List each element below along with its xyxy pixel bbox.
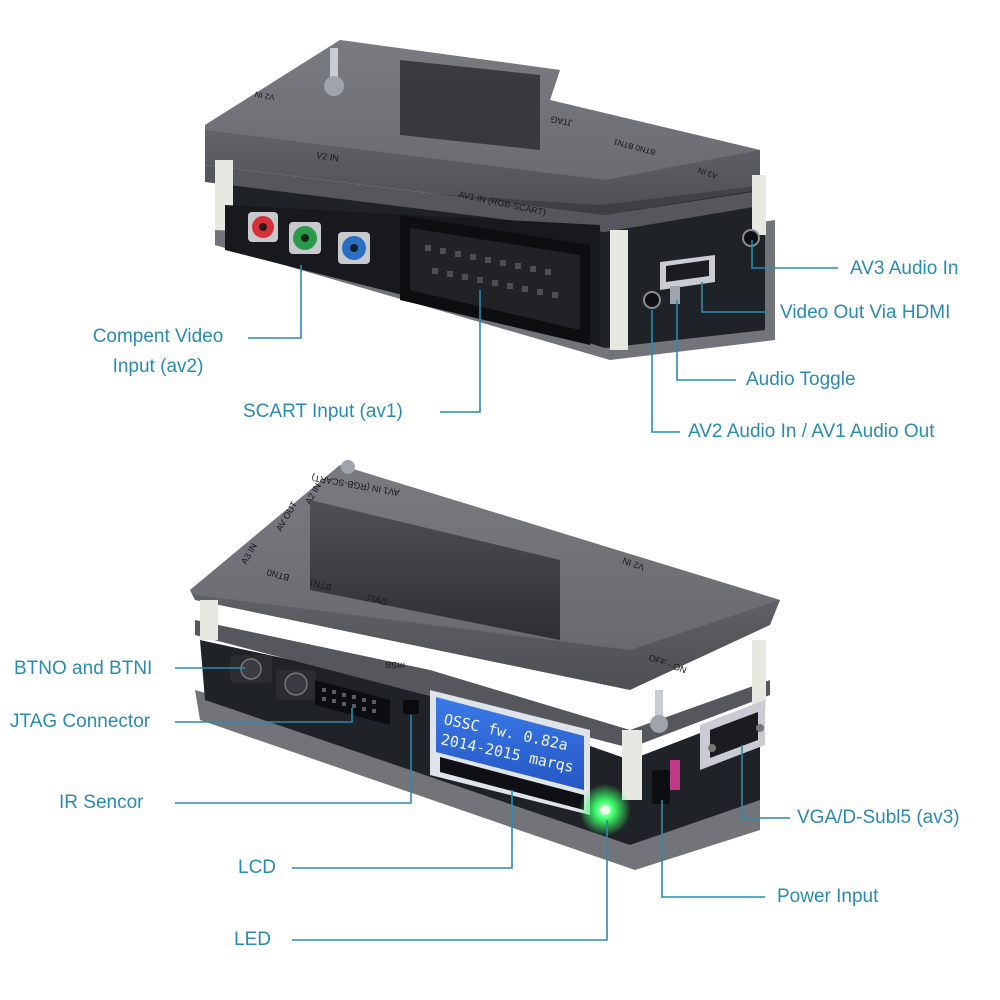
label-btn0-btn1: BTNO and BTNI	[14, 658, 153, 679]
led	[600, 805, 610, 815]
leader-vga	[741, 745, 790, 819]
label-component-video-line1: Compent Video	[92, 326, 224, 347]
lcd-display: OSSC fw. 0.82a 2014-2015 marqs	[430, 690, 590, 815]
leader-scart	[440, 290, 481, 413]
leader-power	[661, 800, 765, 898]
label-video-out-hdmi: Video Out Via HDMI	[780, 302, 951, 323]
label-component-video: Compent Video Input (av2)	[72, 322, 244, 382]
silk-v2-in: V2 IN	[316, 150, 340, 163]
leader-ir	[175, 715, 412, 804]
hdmi-port	[660, 255, 715, 290]
label-av3-audio-in: AV3 Audio In	[850, 258, 959, 279]
leader-jtag	[175, 708, 353, 723]
label-lcd: LCD	[238, 857, 277, 878]
leader-hdmi	[701, 282, 768, 313]
label-led: LED	[234, 929, 271, 950]
top-device: V2 IN AV1 IN (RGB-SCART) JTAG BTN0 BTN1 …	[205, 40, 775, 360]
toggle-switch	[330, 48, 338, 84]
scart-connector	[400, 215, 590, 345]
leader-audio-toggle	[676, 300, 736, 381]
standoff	[752, 175, 766, 235]
bottom-device-mid-plate	[195, 620, 770, 748]
standoff	[752, 640, 766, 710]
jtag-header	[315, 680, 390, 725]
label-vga: VGA/D-Subl5 (av3)	[797, 807, 960, 828]
top-device-mid-plate	[205, 165, 765, 232]
silk-top-v2: V2 IN	[254, 90, 275, 102]
power-toggle	[655, 690, 663, 722]
leader-lcd	[292, 790, 513, 869]
audio-toggle-switch	[670, 286, 680, 304]
leader-av2-audio	[651, 310, 680, 433]
standoff	[610, 230, 628, 350]
label-component-video-line2: Input (av2)	[112, 356, 204, 377]
audio-jack	[643, 291, 661, 309]
leader-lines	[175, 240, 838, 941]
power-jack	[652, 770, 670, 804]
label-scart-input: SCART Input (av1)	[243, 401, 403, 422]
leader-component	[248, 265, 302, 339]
silk-jtag: JTAG	[550, 114, 574, 128]
label-ir-sensor: IR Sencor	[59, 792, 144, 813]
rca-jack-red	[248, 212, 278, 242]
vga-port	[700, 700, 765, 770]
label-audio-toggle: Audio Toggle	[746, 369, 856, 390]
standoff	[200, 600, 218, 640]
ir-sensor	[403, 700, 419, 714]
rca-jack-green	[289, 222, 321, 254]
leader-led	[292, 820, 608, 941]
label-av2-audio-in: AV2 Audio In / AV1 Audio Out	[688, 421, 935, 442]
rca-jack-blue	[338, 232, 370, 264]
leader-av3-audio	[751, 240, 838, 269]
av3-audio-jack	[742, 229, 760, 247]
bottom-device: OSSC fw. 0.82a 2014-2015 marqs A3 IN	[190, 460, 780, 870]
standoff	[622, 730, 642, 800]
silk-msb: mSB	[385, 659, 405, 671]
label-power-input: Power Input	[777, 886, 879, 907]
btn0-btn1-buttons	[230, 655, 316, 700]
label-jtag-connector: JTAG Connector	[10, 711, 151, 732]
